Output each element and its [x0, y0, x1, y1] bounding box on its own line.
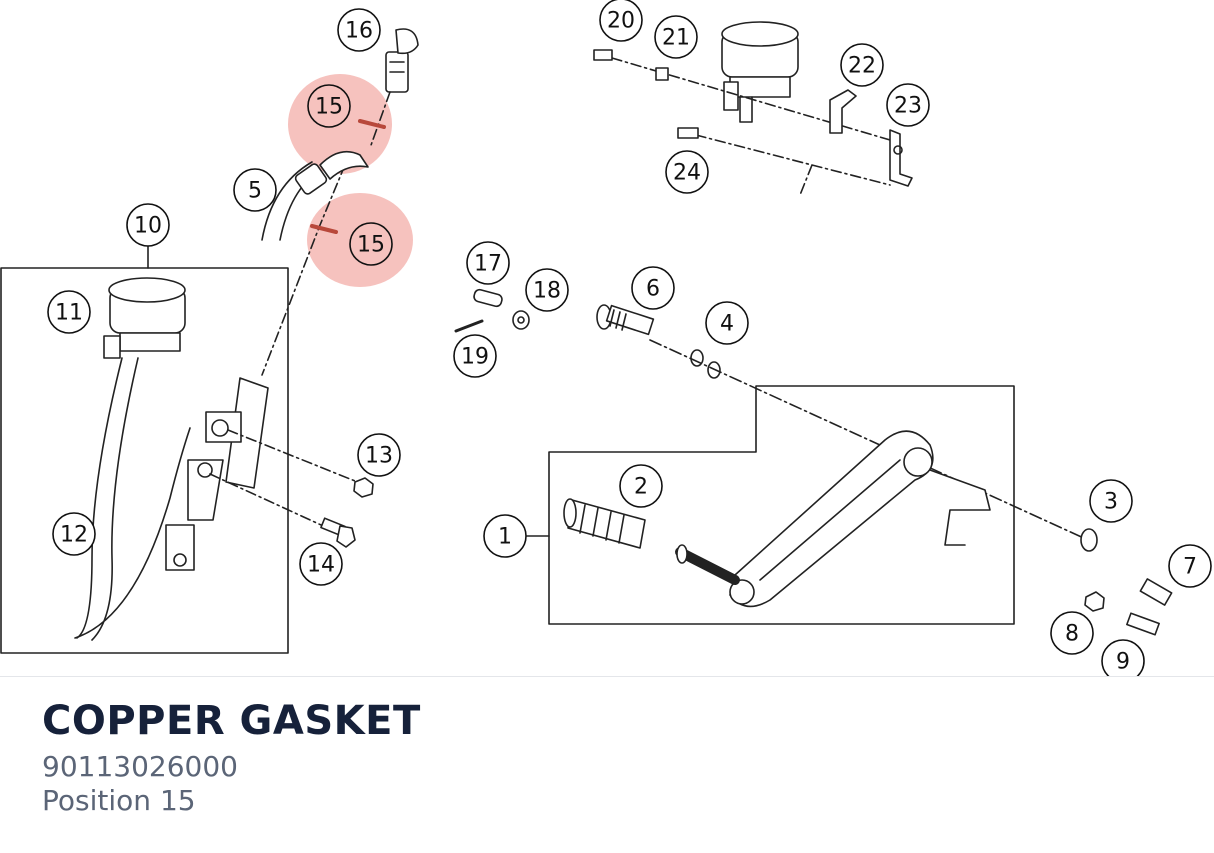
- callout-label-24: 24: [673, 161, 701, 186]
- callout-6[interactable]: [631, 266, 675, 310]
- callout-7[interactable]: [1168, 544, 1212, 588]
- callout-label-4: 4: [720, 312, 734, 337]
- part-name: COPPER GASKET: [42, 698, 421, 744]
- hose-12-lower: [74, 427, 191, 639]
- washer-18: [512, 310, 530, 330]
- callout-17[interactable]: [466, 241, 510, 285]
- divider: [0, 676, 1214, 677]
- footrest-pin: [675, 547, 740, 585]
- o-ring-4b: [707, 361, 721, 379]
- callout-10[interactable]: [126, 203, 170, 247]
- callout-label-11: 11: [55, 301, 83, 326]
- gasket-15-top[interactable]: [358, 119, 386, 129]
- gasket-15-bottom[interactable]: [310, 224, 338, 234]
- callout-15-top[interactable]: [307, 84, 351, 128]
- callout-label-15-top: 15: [315, 95, 343, 120]
- reservoir-20-group: [721, 21, 799, 123]
- nut-8: [1084, 591, 1105, 612]
- callout-label-14: 14: [307, 553, 335, 578]
- callout-22[interactable]: [840, 43, 884, 87]
- callout-11[interactable]: [47, 290, 91, 334]
- bolt-9: [1126, 612, 1160, 636]
- reservoir-hose-12: [76, 357, 139, 641]
- callout-label-20: 20: [607, 9, 635, 34]
- callout-19[interactable]: [453, 334, 497, 378]
- spacer-21: [655, 67, 669, 81]
- callout-label-10: 10: [134, 214, 162, 239]
- bolt-24: [677, 127, 699, 139]
- callout-3[interactable]: [1089, 479, 1133, 523]
- callout-label-15-bottom: 15: [357, 233, 385, 258]
- callout-label-3: 3: [1104, 490, 1118, 515]
- callout-label-21: 21: [662, 26, 690, 51]
- highlighted-callouts: [307, 84, 393, 266]
- callout-label-16: 16: [345, 19, 373, 44]
- callout-16[interactable]: [337, 8, 381, 52]
- callout-label-5: 5: [248, 179, 262, 204]
- callout-label-17: 17: [474, 252, 502, 277]
- callout-label-7: 7: [1183, 555, 1197, 580]
- position-value: 15: [159, 784, 196, 817]
- washer-3: [1080, 528, 1098, 552]
- callout-21[interactable]: [654, 15, 698, 59]
- callout-label-8: 8: [1065, 622, 1079, 647]
- bolt-20: [593, 49, 613, 61]
- pedal-rubber-2: [563, 498, 646, 549]
- callout-label-18: 18: [533, 279, 561, 304]
- exploded-parts-diagram: 1 2 3 4 5 6 7 8 9 10 11 12 13 14 16 17 1…: [0, 0, 1212, 676]
- callout-5[interactable]: [233, 168, 277, 212]
- position-label: Position: [42, 784, 152, 817]
- callout-12[interactable]: [52, 512, 96, 556]
- callout-24[interactable]: [665, 150, 709, 194]
- split-pin-19: [454, 319, 484, 333]
- callout-18[interactable]: [525, 268, 569, 312]
- callout-9[interactable]: [1101, 639, 1145, 676]
- callout-label-12: 12: [60, 523, 88, 548]
- dashdot-line-14: [209, 473, 333, 531]
- dashdot-line-center: [261, 91, 391, 376]
- dashdot-line-pivot: [649, 339, 1089, 541]
- callout-2[interactable]: [619, 464, 663, 508]
- callout-13[interactable]: [357, 433, 401, 477]
- callout-label-22: 22: [848, 54, 876, 79]
- callout-label-19: 19: [461, 345, 489, 370]
- callout-20[interactable]: [599, 0, 643, 42]
- banjo-fitting-16: [385, 28, 419, 93]
- dashdot-line-24: [695, 134, 891, 196]
- nut-13: [353, 477, 374, 498]
- callout-label-6: 6: [646, 277, 660, 302]
- callout-23[interactable]: [886, 83, 930, 127]
- brake-hose-5: [261, 150, 369, 241]
- callout-label-2: 2: [634, 475, 648, 500]
- group-box-10: [0, 267, 289, 654]
- callout-label-23: 23: [894, 94, 922, 119]
- bolt-14: [320, 517, 356, 548]
- callouts: [47, 0, 1212, 676]
- brake-pedal-arm: [729, 430, 991, 608]
- reservoir-11: [103, 277, 186, 359]
- callout-15-bottom[interactable]: [349, 222, 393, 266]
- callout-label-9: 9: [1116, 650, 1130, 675]
- callout-4[interactable]: [705, 301, 749, 345]
- callout-8[interactable]: [1050, 611, 1094, 655]
- master-cylinder: [165, 377, 269, 571]
- highlight-zone-15-bottom[interactable]: [307, 193, 413, 287]
- pin-17: [473, 288, 503, 308]
- callout-label-1: 1: [498, 525, 512, 550]
- part-position: Position 15: [42, 784, 196, 817]
- clip-22: [829, 89, 857, 134]
- group-box-1: [548, 385, 1015, 625]
- bracket-23: [889, 129, 913, 187]
- callout-1[interactable]: [483, 514, 527, 558]
- pivot-bolt-6: [596, 304, 655, 336]
- brake-switch-7: [1139, 578, 1173, 606]
- part-number: 90113026000: [42, 750, 238, 783]
- dashdot-line-13: [227, 429, 361, 484]
- callout-label-13: 13: [365, 444, 393, 469]
- callout-14[interactable]: [299, 542, 343, 586]
